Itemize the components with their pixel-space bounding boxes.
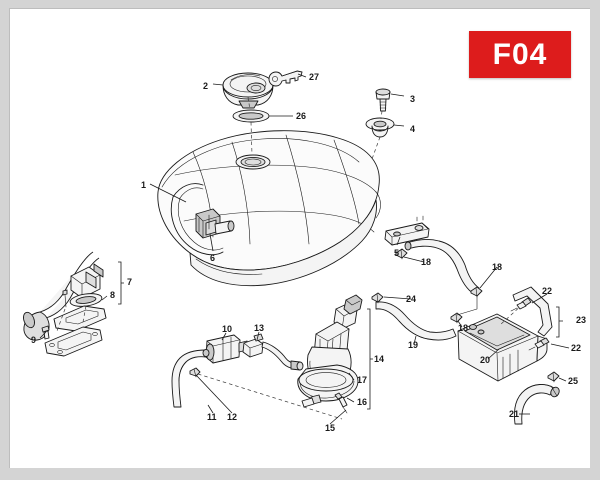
assembly-axis-grommet — [371, 136, 381, 160]
rubber-grommet-part-4 — [365, 117, 395, 138]
callout-5: 5 — [394, 248, 400, 258]
pump-mount-group-part-7 — [23, 251, 124, 357]
callout-leader-lines — [39, 73, 570, 425]
callout-23: 23 — [576, 315, 587, 325]
callout-3: 3 — [410, 94, 416, 104]
callout-24: 24 — [406, 294, 417, 304]
callout-14: 14 — [374, 354, 385, 364]
assembly-axis-bolt — [380, 110, 383, 120]
charcoal-canister-part-20 — [457, 313, 548, 382]
hose-clamp-part-25 — [547, 371, 560, 383]
callout-9: 9 — [31, 335, 37, 345]
callout-27: 27 — [309, 72, 320, 82]
callout-20: 20 — [480, 355, 491, 365]
tank-bracket-part-5 — [384, 215, 430, 246]
hose-clamp-part-18-b — [470, 286, 483, 298]
assembly-axis-cap2 — [247, 96, 251, 111]
callout-22-a: 22 — [542, 286, 553, 296]
assembly-axis-cap — [250, 121, 253, 156]
callout-8: 8 — [110, 290, 116, 300]
hose-clamp-part-18-c — [450, 312, 463, 324]
callout-18-b: 18 — [492, 262, 503, 272]
hose-clamp-part-24 — [371, 292, 384, 304]
canister-screw-part-22-a — [510, 297, 532, 312]
fuel-line-connector-part-13 — [242, 333, 304, 371]
fuel-filter-part-10 — [205, 334, 248, 364]
callout-17: 17 — [357, 375, 368, 385]
callout-15: 15 — [325, 423, 336, 433]
mounting-bolt-part-3 — [375, 88, 391, 112]
fuel-connector-part-6 — [195, 208, 235, 239]
callout-22-b: 22 — [571, 343, 582, 353]
callout-19: 19 — [408, 340, 419, 350]
diagram-canvas: .ln{fill:none;stroke:#1a1a1a;stroke-widt… — [9, 8, 590, 468]
callout-2: 2 — [203, 81, 209, 91]
callout-6: 6 — [210, 253, 216, 263]
fuel-pump-assembly-part-14 — [297, 294, 373, 414]
parts-diagram-illustration: .ln{fill:none;stroke:#1a1a1a;stroke-widt… — [23, 70, 570, 425]
cap-gasket-part-26 — [232, 109, 270, 123]
callout-26: 26 — [296, 111, 307, 121]
callout-11: 11 — [207, 412, 217, 422]
assembly-axis-hose — [197, 373, 343, 420]
section-badge: F04 — [469, 31, 571, 78]
callout-7: 7 — [127, 277, 133, 287]
callout-21: 21 — [509, 409, 520, 419]
upper-vent-hose — [404, 239, 480, 295]
hose-clamp-part-18-a — [395, 248, 408, 260]
callout-1: 1 — [141, 180, 147, 190]
callout-10: 10 — [222, 324, 233, 334]
callout-16: 16 — [357, 397, 368, 407]
canister-screw-part-22-b — [528, 337, 550, 351]
canister-bracket-part-23 — [499, 286, 563, 338]
callout-18-c: 18 — [458, 323, 469, 333]
callout-12: 12 — [227, 412, 238, 422]
fuel-hose-part-11 — [171, 348, 210, 408]
callout-4: 4 — [410, 124, 416, 134]
callout-25: 25 — [568, 376, 579, 386]
vent-hose-part-19 — [375, 301, 457, 341]
fuel-tank-part-1 — [157, 130, 381, 287]
ignition-key-part-27 — [268, 70, 303, 87]
callout-13: 13 — [254, 323, 265, 333]
callout-18-a: 18 — [421, 257, 432, 267]
fuel-cap-part-2 — [222, 72, 274, 109]
drain-hose-part-21 — [514, 384, 560, 425]
hose-clamp-part-12 — [189, 367, 201, 378]
